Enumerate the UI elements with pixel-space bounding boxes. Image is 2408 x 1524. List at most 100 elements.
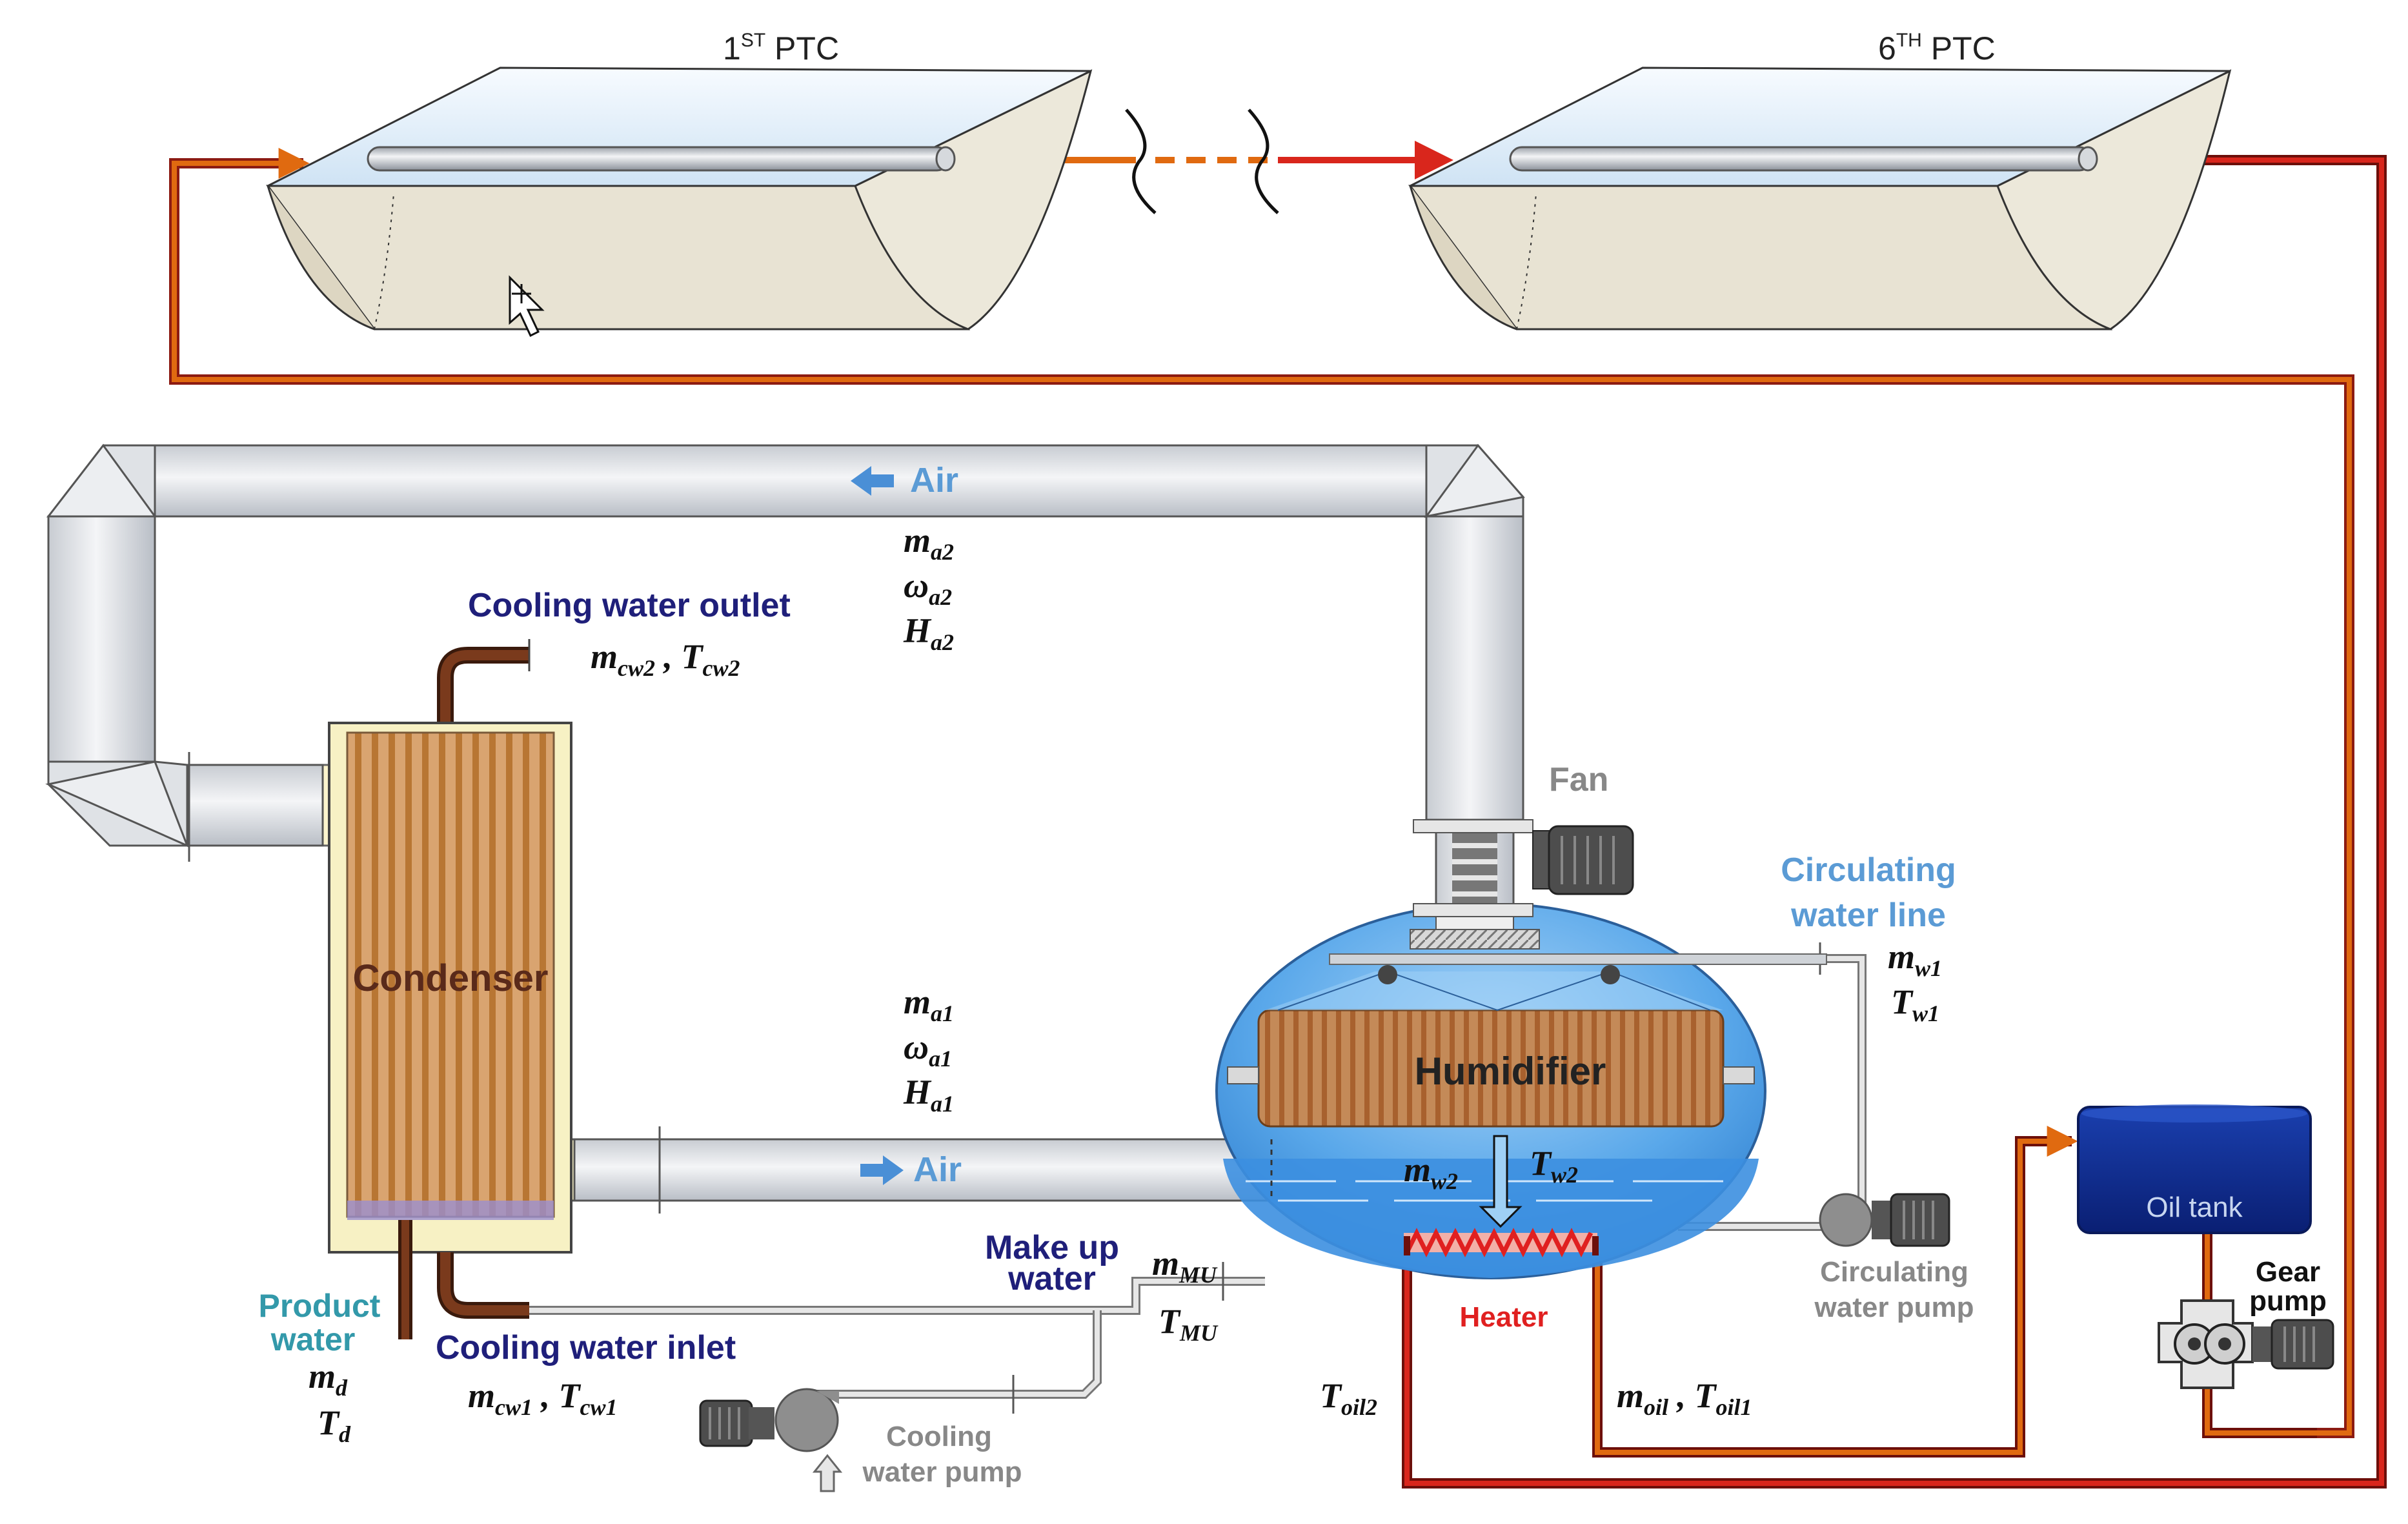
circulating-t-sub: w1	[1912, 1001, 1939, 1026]
product-m-sub: d	[336, 1375, 348, 1401]
circulating-m-sub: w1	[1915, 955, 1942, 981]
makeup-t-sub: MU	[1179, 1320, 1219, 1346]
air-bottom-h: H	[903, 1073, 932, 1112]
humidifier-temp: Tw2	[1530, 1144, 1578, 1188]
makeup-m-sub: MU	[1179, 1262, 1218, 1288]
heater-sep: ,	[1668, 1376, 1695, 1415]
air-top-h: H	[903, 611, 932, 650]
cooling-outlet-m: m	[591, 637, 618, 676]
product-water-mass: md	[309, 1357, 348, 1401]
air-bottom-omega: ωa1	[904, 1028, 952, 1072]
product-water-label-2: water	[270, 1321, 356, 1357]
air-top-enthalpy: Ha2	[903, 611, 954, 655]
oil-loop	[169, 108, 2387, 1488]
first-ptc-num: 1	[723, 30, 741, 66]
cooling-outlet-sep: ,	[655, 637, 682, 676]
cooling-outlet-t: T	[682, 637, 704, 676]
first-ptc-label: 1ST PTC	[723, 30, 839, 66]
cool-pump-label-1: Cooling	[886, 1421, 992, 1452]
air-bottom-w: ω	[904, 1028, 929, 1066]
air-top-w: ω	[904, 566, 929, 605]
cooling-inlet-m-sub: cw1	[495, 1394, 532, 1420]
heater-t2: T	[1695, 1376, 1717, 1415]
cooling-inlet-state: mcw1 , Tcw1	[468, 1376, 618, 1420]
cooling-outlet-state: mcw2 , Tcw2	[591, 637, 740, 681]
gear-pump-label-1: Gear	[2256, 1256, 2320, 1288]
air-top-mass: ma2	[904, 521, 954, 565]
makeup-label-2: water	[1007, 1260, 1096, 1297]
heater-t-sub: oil2	[1341, 1394, 1377, 1420]
heater-label: Heater	[1460, 1301, 1548, 1333]
air-top-h-sub: a2	[931, 629, 954, 655]
cooling-outlet-m-sub: cw2	[618, 655, 655, 681]
product-m: m	[309, 1357, 336, 1396]
heater-t: T	[1320, 1376, 1342, 1415]
cooling-water-pump	[699, 1388, 843, 1492]
humidifier-t: T	[1530, 1144, 1552, 1183]
air-bottom-m-sub: a1	[931, 1001, 954, 1026]
air-bottom-h-sub: a1	[931, 1091, 954, 1117]
fan	[1410, 818, 1634, 950]
humidifier-m-sub: w2	[1431, 1168, 1458, 1194]
air-arrow-top	[851, 466, 894, 496]
air-bottom-enthalpy: Ha1	[903, 1073, 954, 1117]
cooling-inlet-t-sub: cw1	[580, 1394, 618, 1420]
circulating-water-pump	[1819, 1193, 1950, 1247]
cooling-inlet-m: m	[468, 1376, 495, 1415]
air-bottom-m: m	[904, 982, 931, 1021]
cursor-move-icon	[509, 275, 545, 338]
air-duct-loop	[45, 443, 1525, 1214]
condenser-label: Condenser	[353, 957, 549, 999]
heater-t2-sub: oil1	[1716, 1394, 1752, 1420]
cooling-outlet-t-sub: cw2	[703, 655, 740, 681]
humidifier-t-sub: w2	[1551, 1162, 1578, 1188]
circulating-line-temp: Tw1	[1891, 982, 1939, 1026]
heater-oil-state: moil , Toil1	[1617, 1376, 1752, 1420]
ptc-collector-6	[1408, 66, 2232, 330]
oil-tank	[2077, 1104, 2312, 1234]
air-label-top: Air	[910, 461, 958, 500]
first-ptc-sup: ST	[741, 30, 765, 51]
cooling-inlet-sep: ,	[532, 1376, 559, 1415]
makeup-t: T	[1158, 1302, 1181, 1341]
makeup-mass: mMU	[1152, 1244, 1218, 1288]
air-top-m-sub: a2	[931, 539, 954, 565]
air-top-omega: ωa2	[904, 566, 952, 610]
cool-pump-label-2: water pump	[862, 1456, 1022, 1488]
last-ptc-suffix: PTC	[1922, 30, 1996, 66]
circ-pump-label-2: water pump	[1814, 1292, 1974, 1323]
air-arrow-bottom	[860, 1155, 904, 1185]
product-water-temp: Td	[318, 1403, 351, 1447]
heater-m-sub: oil	[1644, 1394, 1668, 1420]
humidifier-mass: mw2	[1404, 1150, 1458, 1194]
oil-tank-label: Oil tank	[2146, 1192, 2243, 1223]
air-bottom-w-sub: a1	[929, 1046, 952, 1072]
circulating-line-label-1: Circulating	[1781, 851, 1956, 889]
heater-toil2: Toil2	[1320, 1376, 1377, 1420]
product-t: T	[318, 1403, 340, 1442]
condenser	[328, 639, 572, 1339]
circulating-line-label-2: water line	[1790, 897, 1946, 934]
circulating-m: m	[1888, 937, 1915, 976]
last-ptc-num: 6	[1878, 30, 1896, 66]
makeup-temp: TMU	[1158, 1302, 1219, 1346]
last-ptc-label: 6TH PTC	[1878, 30, 1996, 66]
cooling-inlet-t: T	[559, 1376, 582, 1415]
last-ptc-sup: TH	[1896, 30, 1922, 51]
product-water-label-1: Product	[259, 1288, 381, 1324]
air-label-bottom: Air	[913, 1150, 962, 1189]
cooling-outlet-label: Cooling water outlet	[468, 587, 791, 624]
circulating-line-mass: mw1	[1888, 937, 1942, 981]
cooling-inlet-label: Cooling water inlet	[436, 1329, 736, 1367]
gear-pump	[2158, 1299, 2334, 1389]
makeup-label-1: Make up	[985, 1229, 1119, 1266]
makeup-m: m	[1152, 1244, 1179, 1283]
ptc-collector-1	[266, 66, 1093, 330]
air-bottom-mass: ma1	[904, 982, 954, 1026]
fan-label: Fan	[1549, 761, 1608, 798]
product-t-sub: d	[339, 1421, 351, 1447]
air-top-w-sub: a2	[929, 584, 952, 610]
humidifier-m: m	[1404, 1150, 1431, 1189]
gear-pump-label-2: pump	[2249, 1285, 2327, 1317]
